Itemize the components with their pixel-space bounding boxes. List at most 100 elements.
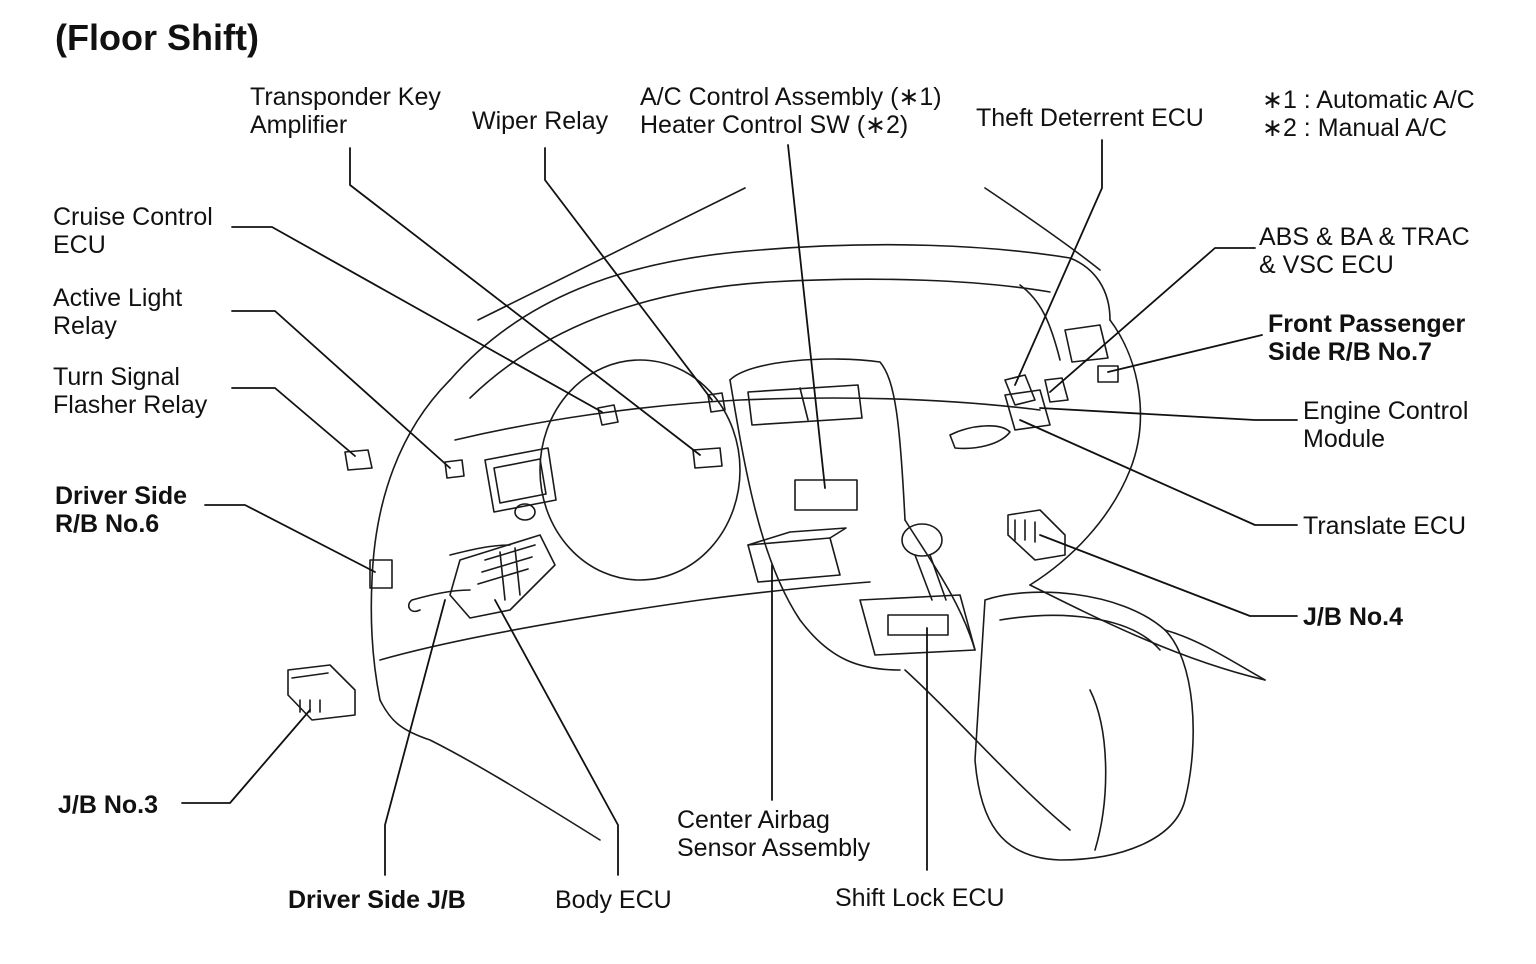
label-line: Side R/B No.7: [1268, 338, 1432, 366]
jb3-box: [288, 665, 355, 720]
label-line: Flasher Relay: [53, 391, 208, 419]
label-active-light-relay: Active Light Relay: [53, 284, 182, 340]
jb4-face: [1015, 520, 1035, 542]
console-side-line: [905, 670, 1070, 830]
leader-wiper: [545, 148, 712, 400]
dash-lower-face: [380, 582, 870, 660]
label-line: Front Passenger: [1268, 310, 1466, 338]
dash-top-outline: [450, 245, 1110, 380]
instrument-cluster-inner: [494, 459, 546, 503]
label-center-airbag-sensor: Center Airbag Sensor Assembly: [677, 806, 870, 862]
label-line: & VSC ECU: [1259, 251, 1394, 279]
dash-mid-face: [455, 398, 1040, 440]
label-line: Turn Signal: [53, 363, 180, 391]
label-line: J/B No.3: [58, 791, 159, 819]
shift-knob: [902, 524, 942, 556]
label-translate-ecu: Translate ECU: [1303, 512, 1466, 540]
label-theft-deterrent-ecu: Theft Deterrent ECU: [976, 104, 1204, 132]
label-driver-side-rb6: Driver Side R/B No.6: [55, 482, 187, 538]
label-line: Amplifier: [250, 111, 348, 139]
center-vent-divider: [800, 388, 808, 420]
shift-lever: [915, 555, 946, 600]
wiper-relay-box: [708, 393, 725, 412]
driver-jb-bracket-top: [450, 545, 510, 555]
label-line: Sensor Assembly: [677, 834, 871, 862]
label-cruise-control-ecu: Cruise Control ECU: [53, 203, 213, 259]
leader-rb7: [1108, 335, 1262, 372]
glove-box: [950, 426, 1010, 449]
label-line: A/C Control Assembly (∗1): [640, 83, 942, 111]
dash-top-inner: [470, 279, 1050, 398]
label-ac-control-assembly: A/C Control Assembly (∗1) Heater Control…: [640, 83, 942, 139]
dash-left-lower: [380, 700, 600, 840]
leader-jb4: [1040, 535, 1297, 616]
leader-jb3: [182, 710, 310, 803]
leader-body-ecu: [495, 600, 618, 875]
rb6-box: [370, 560, 392, 588]
center-stack-left: [730, 380, 900, 670]
armrest-outline: [975, 592, 1193, 860]
page-title: (Floor Shift): [55, 17, 259, 58]
label-line: Module: [1303, 425, 1385, 453]
leader-translate: [1020, 420, 1297, 525]
leader-rb6: [205, 505, 375, 572]
label-line: Engine Control: [1303, 397, 1469, 425]
label-line: Body ECU: [555, 886, 672, 914]
engine-control-box: [1005, 390, 1050, 430]
leader-active-light: [232, 311, 450, 468]
console-right: [905, 520, 975, 650]
label-line: Active Light: [53, 284, 183, 312]
label-line: Theft Deterrent ECU: [976, 104, 1204, 132]
label-line: ABS & BA & TRAC: [1259, 223, 1470, 251]
label-line: J/B No.4: [1303, 603, 1404, 631]
label-abs-ecu: ABS & BA & TRAC & VSC ECU: [1259, 223, 1470, 279]
leader-theft: [1015, 140, 1102, 385]
label-line: Center Airbag: [677, 806, 830, 834]
label-shift-lock-ecu: Shift Lock ECU: [835, 884, 1005, 912]
steering-wheel-outline: [540, 360, 740, 580]
windshield-line: [478, 188, 745, 320]
shift-gate: [860, 595, 975, 655]
center-vent: [748, 385, 862, 425]
armrest-top: [1000, 615, 1160, 650]
turn-signal-relay: [345, 450, 372, 470]
console-far-line: [1165, 630, 1265, 680]
leader-turn-signal: [232, 388, 355, 456]
airbag-sensor-top: [748, 528, 846, 545]
label-line: Cruise Control: [53, 203, 213, 231]
leader-ac-control: [788, 145, 825, 488]
dash-left-edge: [371, 380, 450, 700]
label-turn-signal-flasher-relay: Turn Signal Flasher Relay: [53, 363, 207, 419]
label-line: Transponder Key: [250, 83, 441, 111]
label-line: Wiper Relay: [472, 107, 609, 135]
label-transponder-key-amplifier: Transponder Key Amplifier: [250, 83, 441, 139]
transponder-box: [693, 448, 722, 468]
label-line: Driver Side: [55, 482, 188, 510]
leader-abs: [1050, 248, 1255, 392]
label-jb3: J/B No.3: [58, 791, 158, 819]
label-line: Driver Side J/B: [288, 886, 466, 914]
windshield-right-line: [985, 188, 1100, 270]
footnotes: ∗1 : Automatic A/C ∗2 : Manual A/C: [1262, 86, 1475, 142]
label-driver-side-jb: Driver Side J/B: [288, 886, 466, 914]
label-line: Translate ECU: [1303, 512, 1467, 540]
jb4-box: [1008, 510, 1065, 560]
leader-driver-jb: [385, 600, 445, 875]
driver-jb-bracket: [409, 590, 470, 611]
label-line: ECU: [53, 231, 106, 259]
label-jb4: J/B No.4: [1303, 603, 1403, 631]
instrument-cluster: [485, 448, 556, 512]
note-automatic-ac: ∗1 : Automatic A/C: [1262, 86, 1475, 114]
ac-control-box: [795, 480, 857, 510]
cluster-knob: [515, 504, 535, 520]
label-engine-control-module: Engine Control Module: [1303, 397, 1468, 453]
active-light-relay-box: [445, 460, 464, 478]
leader-engine: [1040, 408, 1297, 420]
driver-jb-grid: [478, 545, 535, 600]
label-line: R/B No.6: [55, 510, 160, 538]
label-line: Relay: [53, 312, 117, 340]
label-wiper-relay: Wiper Relay: [472, 107, 608, 135]
driver-jb-body: [450, 535, 555, 618]
label-line: Heater Control SW (∗2): [640, 111, 909, 139]
